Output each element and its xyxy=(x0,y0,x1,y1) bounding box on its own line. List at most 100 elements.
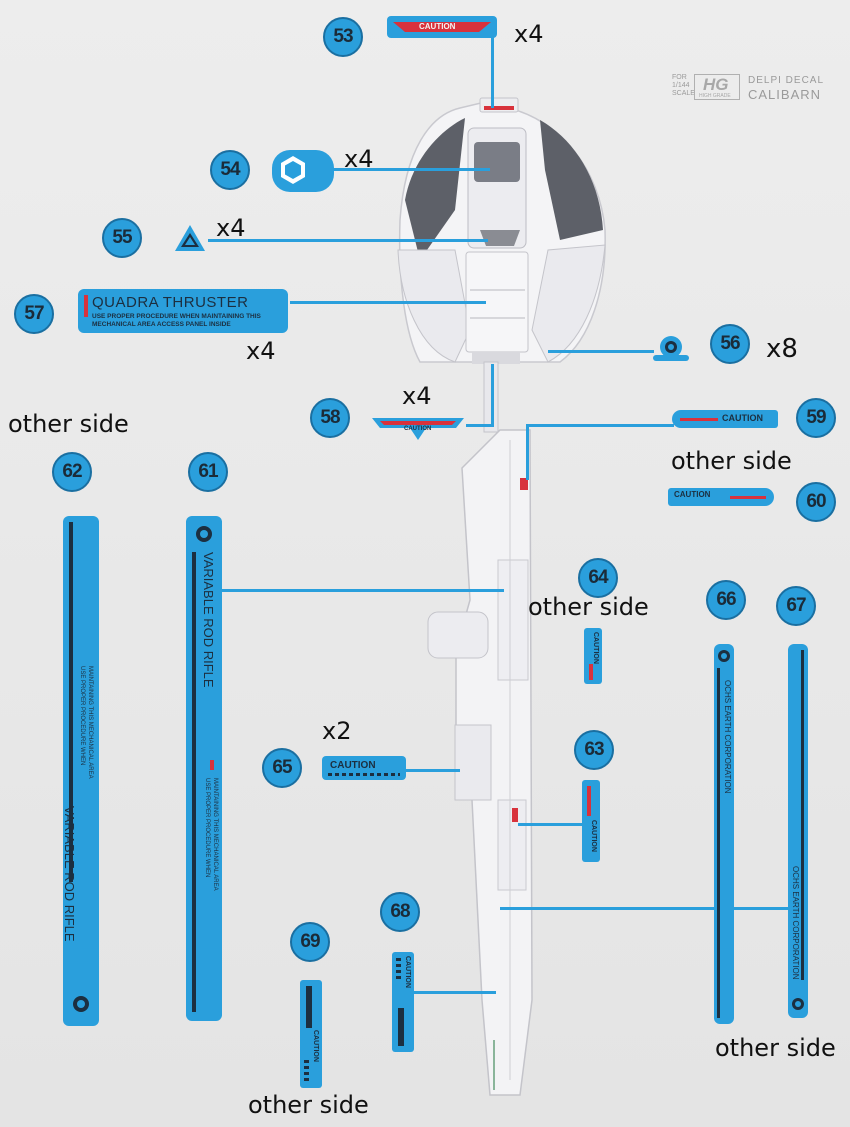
decal-69-vertical-caution: CAUTION xyxy=(300,980,322,1088)
decal-62-maint-line2: USE PROPER PROCEDURE WHEN xyxy=(79,666,85,766)
decal-67-end-ring xyxy=(792,998,804,1010)
multiplier-58: x4 xyxy=(402,382,432,410)
decal-67-dark-rail xyxy=(801,650,804,980)
decal-64-caution-text: CAUTION xyxy=(592,632,599,664)
decal-55-triangle xyxy=(175,225,205,251)
leader-58a xyxy=(491,364,494,426)
decal-65-caution-text: CAUTION xyxy=(330,760,376,771)
decal-57-line1: USE PROPER PROCEDURE WHEN MAINTAINING TH… xyxy=(92,313,261,320)
decal-57-line2: MECHANICAL AREA ACCESS PANEL INSIDE xyxy=(92,321,231,328)
decal-68-caution-text: CAUTION xyxy=(404,956,411,988)
decal-59-caution-text: CAUTION xyxy=(722,413,763,423)
multiplier-65: x2 xyxy=(322,717,352,745)
decal-68-stripes xyxy=(396,958,401,982)
decal-61-long-strip: VARIABLE ROD RIFLE MAINTAINING THIS MECH… xyxy=(186,516,222,1021)
decal-57-red-mark xyxy=(84,295,88,317)
leader-68 xyxy=(412,991,496,994)
brand-model: CALIBARN xyxy=(748,87,822,102)
callout-badge-69: 69 xyxy=(290,922,330,962)
decal-66-dark-rail xyxy=(717,668,720,1018)
callout-badge-66: 66 xyxy=(706,580,746,620)
decal-66-ochs-strip: OCHS EARTH CORPORATION xyxy=(714,644,734,1024)
brand-for-label: FOR xyxy=(672,74,687,81)
leader-59a xyxy=(526,424,674,427)
callout-number-59: 59 xyxy=(806,407,826,428)
brand-grade: HG xyxy=(703,75,729,94)
callout-number-54: 54 xyxy=(220,159,240,180)
decal-64-red-bar xyxy=(589,664,593,680)
brand-block: FOR 1/144 SCALE HG HIGH GRADE DELPI DECA… xyxy=(672,74,842,102)
decal-60-caution-strip: CAUTION xyxy=(668,488,774,506)
multiplier-53: x4 xyxy=(514,20,544,48)
callout-number-60: 60 xyxy=(806,491,826,512)
decal-63-red-bar xyxy=(587,786,591,816)
callout-badge-62: 62 xyxy=(52,452,92,492)
leader-63 xyxy=(518,823,584,826)
brand-grade-sub: HIGH GRADE xyxy=(699,93,731,99)
decal-54-hexagon xyxy=(272,150,334,192)
leader-61 xyxy=(214,589,504,592)
decal-61-rod-rifle-text: VARIABLE ROD RIFLE xyxy=(201,552,216,688)
decal-69-stripes xyxy=(304,1060,309,1084)
decal-61-dark-rail xyxy=(192,552,196,1012)
rifle-part xyxy=(427,361,533,1096)
leader-56 xyxy=(548,350,654,353)
callout-badge-64: 64 xyxy=(578,558,618,598)
decal-66-top-ring xyxy=(718,650,730,662)
multiplier-55: x4 xyxy=(216,214,246,242)
callout-badge-55: 55 xyxy=(102,218,142,258)
shield-head-part xyxy=(397,97,606,364)
decal-62-long-strip: VARIABLE ROD RIFLE MAINTAINING THIS MECH… xyxy=(63,516,99,1026)
note-other-side-67: other side xyxy=(715,1034,836,1062)
note-other-side-69: other side xyxy=(248,1091,369,1119)
callout-number-63: 63 xyxy=(584,739,604,760)
callout-badge-60: 60 xyxy=(796,482,836,522)
decal-63-caution-text: CAUTION xyxy=(590,820,597,852)
decal-62-end-ring xyxy=(73,996,89,1012)
decal-67-ochs-strip: OCHS EARTH CORPORATION xyxy=(788,644,808,1018)
decal-65-stripes xyxy=(328,773,400,776)
multiplier-57: x4 xyxy=(246,337,276,365)
decal-53-caution-banner: CAUTION xyxy=(387,16,497,38)
callout-number-67: 67 xyxy=(786,595,806,616)
note-other-side-59: other side xyxy=(671,447,792,475)
decal-60-caution-text: CAUTION xyxy=(674,490,711,499)
decal-68-vertical-caution: CAUTION xyxy=(392,952,414,1052)
callout-number-53: 53 xyxy=(333,26,353,47)
callout-badge-56: 56 xyxy=(710,324,750,364)
decal-69-dark-bar xyxy=(306,986,312,1028)
decal-59-caution-strip: CAUTION xyxy=(672,410,778,428)
leader-57 xyxy=(290,301,486,304)
brand-maker: DELPI DECAL xyxy=(748,75,825,86)
callout-badge-67: 67 xyxy=(776,586,816,626)
multiplier-56: x8 xyxy=(766,334,798,364)
callout-number-64: 64 xyxy=(588,567,608,588)
callout-badge-61: 61 xyxy=(188,452,228,492)
leader-53 xyxy=(491,36,494,108)
decal-64-vertical-caution: CAUTION xyxy=(584,628,602,684)
callout-badge-57: 57 xyxy=(14,294,54,334)
callout-badge-68: 68 xyxy=(380,892,420,932)
decal-53-caution-text: CAUTION xyxy=(419,22,456,31)
decal-61-top-ring xyxy=(196,526,212,542)
decal-57-title: QUADRA THRUSTER xyxy=(92,294,249,311)
callout-number-55: 55 xyxy=(112,227,132,248)
leader-54 xyxy=(330,168,490,171)
decal-68-dark-bar xyxy=(398,1008,404,1046)
brand-scale-value: 1/144 xyxy=(672,82,690,89)
decal-62-dark-rail xyxy=(69,522,73,882)
callout-number-66: 66 xyxy=(716,589,736,610)
decal-61-maint-line1: MAINTAINING THIS MECHANICAL AREA xyxy=(212,778,218,891)
callout-number-65: 65 xyxy=(272,757,292,778)
brand-scale-label: SCALE xyxy=(672,90,695,97)
callout-number-56: 56 xyxy=(720,333,740,354)
callout-badge-65: 65 xyxy=(262,748,302,788)
callout-number-69: 69 xyxy=(300,931,320,952)
decal-65-caution-plate: CAUTION xyxy=(322,756,406,780)
leader-65 xyxy=(406,769,460,772)
decal-57-quadra-thruster: QUADRA THRUSTER USE PROPER PROCEDURE WHE… xyxy=(78,289,288,333)
decal-62-rod-rifle-text: VARIABLE ROD RIFLE xyxy=(63,806,77,942)
decal-62-maint-line1: MAINTAINING THIS MECHANICAL AREA xyxy=(87,666,93,779)
